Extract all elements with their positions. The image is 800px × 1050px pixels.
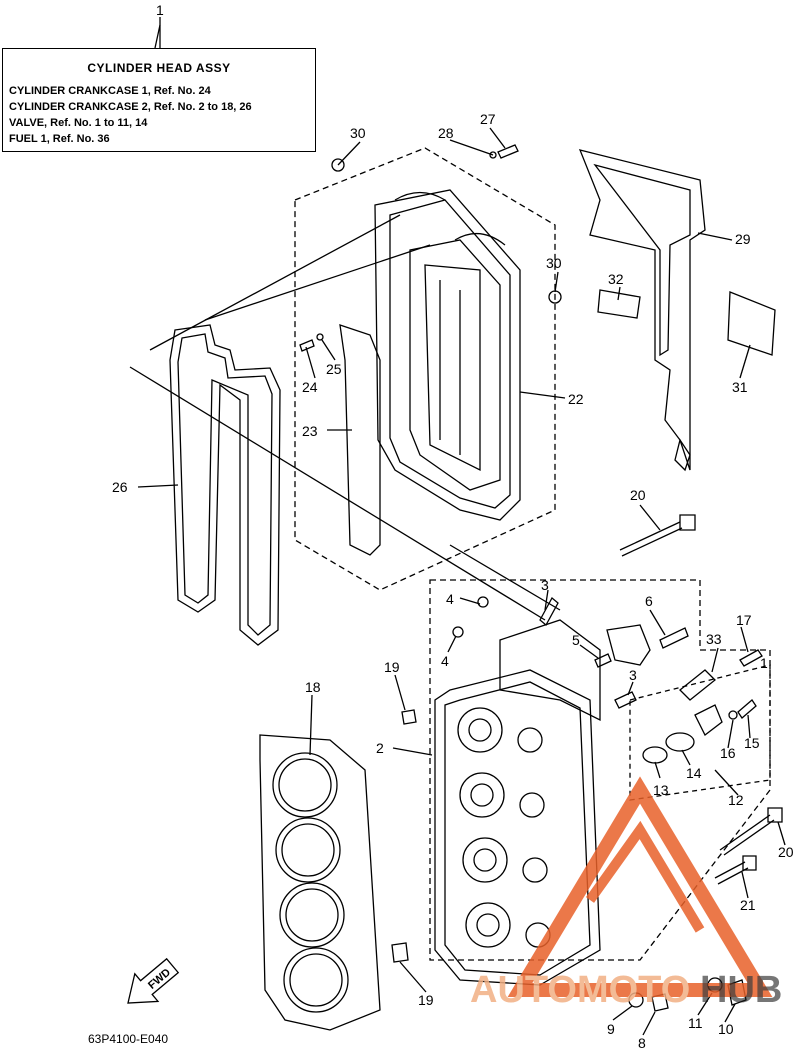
ref-number: 3 (541, 577, 549, 593)
washer-16 (728, 710, 738, 720)
plug-30 (331, 158, 345, 172)
dashed-envelope-thermostat (629, 664, 771, 801)
ref-number: 21 (740, 897, 756, 913)
ref-number: 1 (760, 655, 768, 671)
ref-number: 3 (629, 667, 637, 683)
dowel-pin-19 (391, 942, 409, 963)
callout-lines: CYLINDER CRANKCASE 1, Ref. No. 24 CYLIND… (9, 83, 252, 147)
ref-number: 32 (608, 271, 624, 287)
screw-24 (299, 339, 315, 352)
forward-arrow: FWD (127, 957, 180, 1004)
leader-line (449, 544, 561, 611)
ref-number: 8 (638, 1035, 646, 1050)
head-gasket-18 (259, 734, 381, 1031)
washer-25 (316, 333, 324, 341)
ref-number: 22 (568, 391, 584, 407)
svg-text:HUB: HUB (700, 969, 782, 1011)
callout-line: FUEL 1, Ref. No. 36 (9, 133, 110, 145)
ref-number: 11 (688, 1015, 703, 1031)
ref-number: 4 (446, 591, 454, 607)
ref-number: 2 (376, 740, 384, 756)
ref-number: 33 (706, 631, 722, 647)
ref-number: 14 (686, 765, 702, 781)
seal-14 (665, 732, 695, 752)
ref-number: 23 (302, 423, 318, 439)
ref-number: 31 (732, 379, 748, 395)
ref-number: 25 (326, 361, 342, 377)
cover-6 (606, 624, 651, 666)
ref-number: 30 (546, 255, 562, 271)
bolt-20-lower (719, 807, 783, 856)
ref-number: 15 (744, 735, 760, 751)
callout-line: CYLINDER CRANKCASE 2, Ref. No. 2 to 18, … (9, 101, 252, 113)
leader-line (204, 244, 431, 321)
ref-number: 18 (305, 679, 321, 695)
ref-number: 4 (441, 653, 449, 669)
ref-number: 27 (480, 111, 496, 127)
heat-shield-29 (578, 149, 706, 472)
cylinder-head-2 (434, 619, 601, 986)
diagram-code: 63P4100-E040 (88, 1032, 169, 1046)
bolt-17 (739, 649, 763, 667)
ref-number: 16 (720, 745, 736, 761)
callout-title: CYLINDER HEAD ASSY (87, 61, 231, 75)
leader-line (154, 24, 161, 49)
ref-number: 9 (607, 1021, 615, 1037)
sensor-33 (679, 669, 716, 701)
ref-number: 20 (778, 844, 794, 860)
ref-number: 26 (112, 479, 128, 495)
ref-number: 20 (630, 487, 646, 503)
ref-number: 5 (572, 632, 580, 648)
dowel-pin-19 (401, 709, 417, 725)
ref-number: 28 (438, 125, 454, 141)
nipple-4 (452, 626, 464, 638)
thermostat-13 (642, 746, 668, 764)
washer-28 (489, 151, 497, 159)
cylinder-head-cover-22 (374, 189, 521, 521)
ref-number: 30 (350, 125, 366, 141)
ref-number: 17 (736, 612, 752, 628)
ref-number: 1 (156, 2, 164, 18)
bolt-21 (714, 855, 757, 885)
bolt-6 (659, 627, 689, 649)
ref-number: 12 (728, 792, 744, 808)
ref-number: 29 (735, 231, 751, 247)
automotohub-watermark: AUTOMOTO HUB (470, 776, 782, 1011)
pin-5 (594, 653, 612, 668)
pin-3 (614, 691, 637, 709)
pin-3 (539, 596, 559, 627)
cover-gasket-23 (339, 324, 381, 556)
assembly-callout-box: CYLINDER HEAD ASSY CYLINDER CRANKCASE 1,… (2, 48, 316, 152)
ref-number: 6 (645, 593, 653, 609)
drain-bolt-10 (727, 979, 747, 1006)
nipple-4 (477, 596, 489, 608)
leader-line (149, 214, 401, 351)
ref-number: 24 (302, 379, 318, 395)
plate-32 (597, 289, 641, 319)
leader-line (129, 366, 546, 621)
callout-line: VALVE, Ref. No. 1 to 11, 14 (9, 117, 148, 129)
thermostat-cover-12 (694, 704, 723, 736)
ref-number: 19 (418, 992, 434, 1008)
dashed-envelope-head-cover (294, 147, 556, 591)
bolt-20-upper (619, 514, 696, 557)
head-cover-gasket-26 (169, 324, 281, 646)
screw-27 (497, 144, 519, 159)
svg-text:AUTOMOTO: AUTOMOTO (470, 969, 690, 1011)
callout-line: CYLINDER CRANKCASE 1, Ref. No. 24 (9, 85, 211, 97)
ref-number: 10 (718, 1021, 734, 1037)
bolt-15 (737, 699, 757, 719)
insulator-31 (727, 291, 776, 356)
ref-number: 19 (384, 659, 400, 675)
ref-number: 13 (653, 782, 669, 798)
